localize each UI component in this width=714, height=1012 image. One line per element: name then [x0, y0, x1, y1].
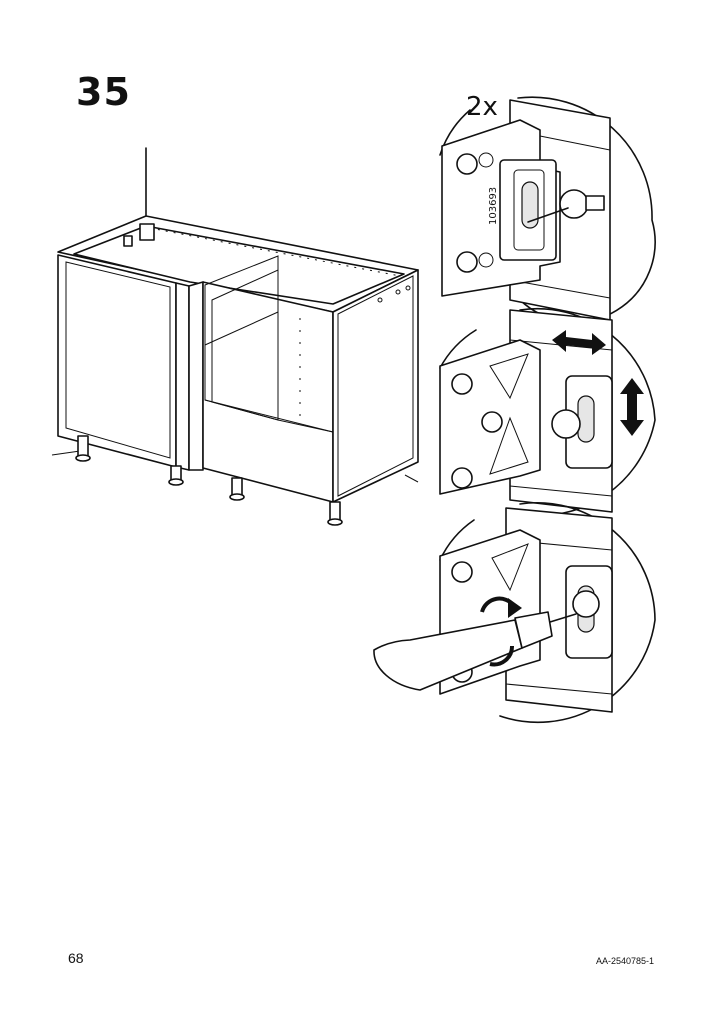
screwdriver-tighten-detail	[373, 501, 656, 724]
horizontal-arrow-icon	[552, 330, 606, 355]
part-number-text: 103693	[488, 187, 499, 225]
rotate-arrow-icon	[480, 596, 522, 667]
bracket-insert-detail: 103693	[439, 96, 656, 323]
bracket-adjust-detail	[439, 307, 656, 517]
document-code: AA-2540785-1	[595, 956, 654, 966]
step-number: 35	[76, 70, 131, 114]
page-number: 68	[68, 950, 84, 966]
corner-cabinet-illustration	[51, 147, 419, 526]
quantity-label: 2x	[466, 92, 498, 122]
screwdriver-icon	[373, 611, 577, 691]
vertical-arrow-icon	[620, 378, 644, 436]
